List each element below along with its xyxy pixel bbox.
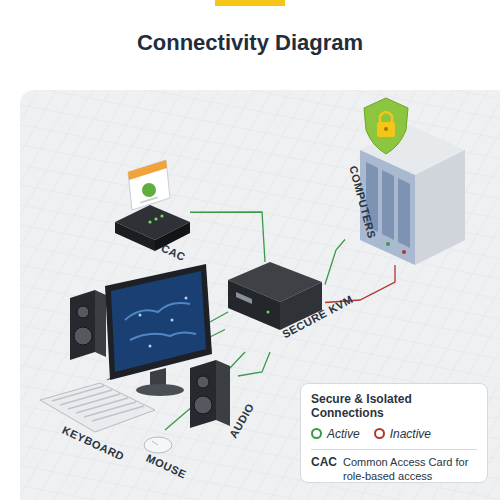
- audio-node: AUDIO: [188, 358, 238, 448]
- legend-item: Inactive: [374, 427, 431, 441]
- kvm-node: SECURE KVM: [225, 262, 325, 352]
- legend-rows: Active Inactive: [311, 425, 477, 443]
- legend-swatch: [311, 428, 322, 439]
- mouse: [144, 437, 172, 453]
- keyboard-node: KEYBOARD: [35, 380, 155, 460]
- diagram-title: Connectivity Diagram: [0, 30, 500, 56]
- legend-separator: [311, 449, 477, 450]
- keyboard: [40, 383, 155, 432]
- monitor-wire: [210, 312, 228, 322]
- device-label: MOUSE: [144, 452, 188, 481]
- legend-note: CAC Common Access Card for role-based ac…: [311, 455, 477, 483]
- device-label: KEYBOARD: [60, 424, 126, 463]
- mouse-node: MOUSE: [135, 430, 195, 485]
- connection-line: [325, 240, 345, 285]
- right-speaker: [190, 360, 230, 428]
- security-shield: [364, 98, 408, 154]
- legend-abbreviation: CAC: [311, 455, 343, 483]
- connection-line: [190, 212, 265, 262]
- cac-reader-node: CAC: [110, 160, 190, 255]
- connection-line: [238, 352, 270, 376]
- legend-description: Common Access Card for role-based access: [343, 455, 477, 483]
- legend-box: Secure & Isolated Connections Active Inac…: [300, 383, 488, 483]
- cac-reader: [115, 205, 190, 251]
- legend-text: Inactive: [390, 427, 431, 441]
- connection-line: [325, 265, 395, 303]
- device-label: COMPUTERS: [347, 164, 378, 239]
- legend-title: Secure & Isolated Connections: [311, 392, 477, 420]
- cac-card: [128, 160, 170, 210]
- legend-text: Active: [327, 427, 360, 441]
- legend-item: Active: [311, 427, 360, 441]
- left-speaker: [70, 290, 106, 360]
- computers-node: COMPUTERS: [345, 95, 470, 265]
- legend-swatch: [374, 428, 385, 439]
